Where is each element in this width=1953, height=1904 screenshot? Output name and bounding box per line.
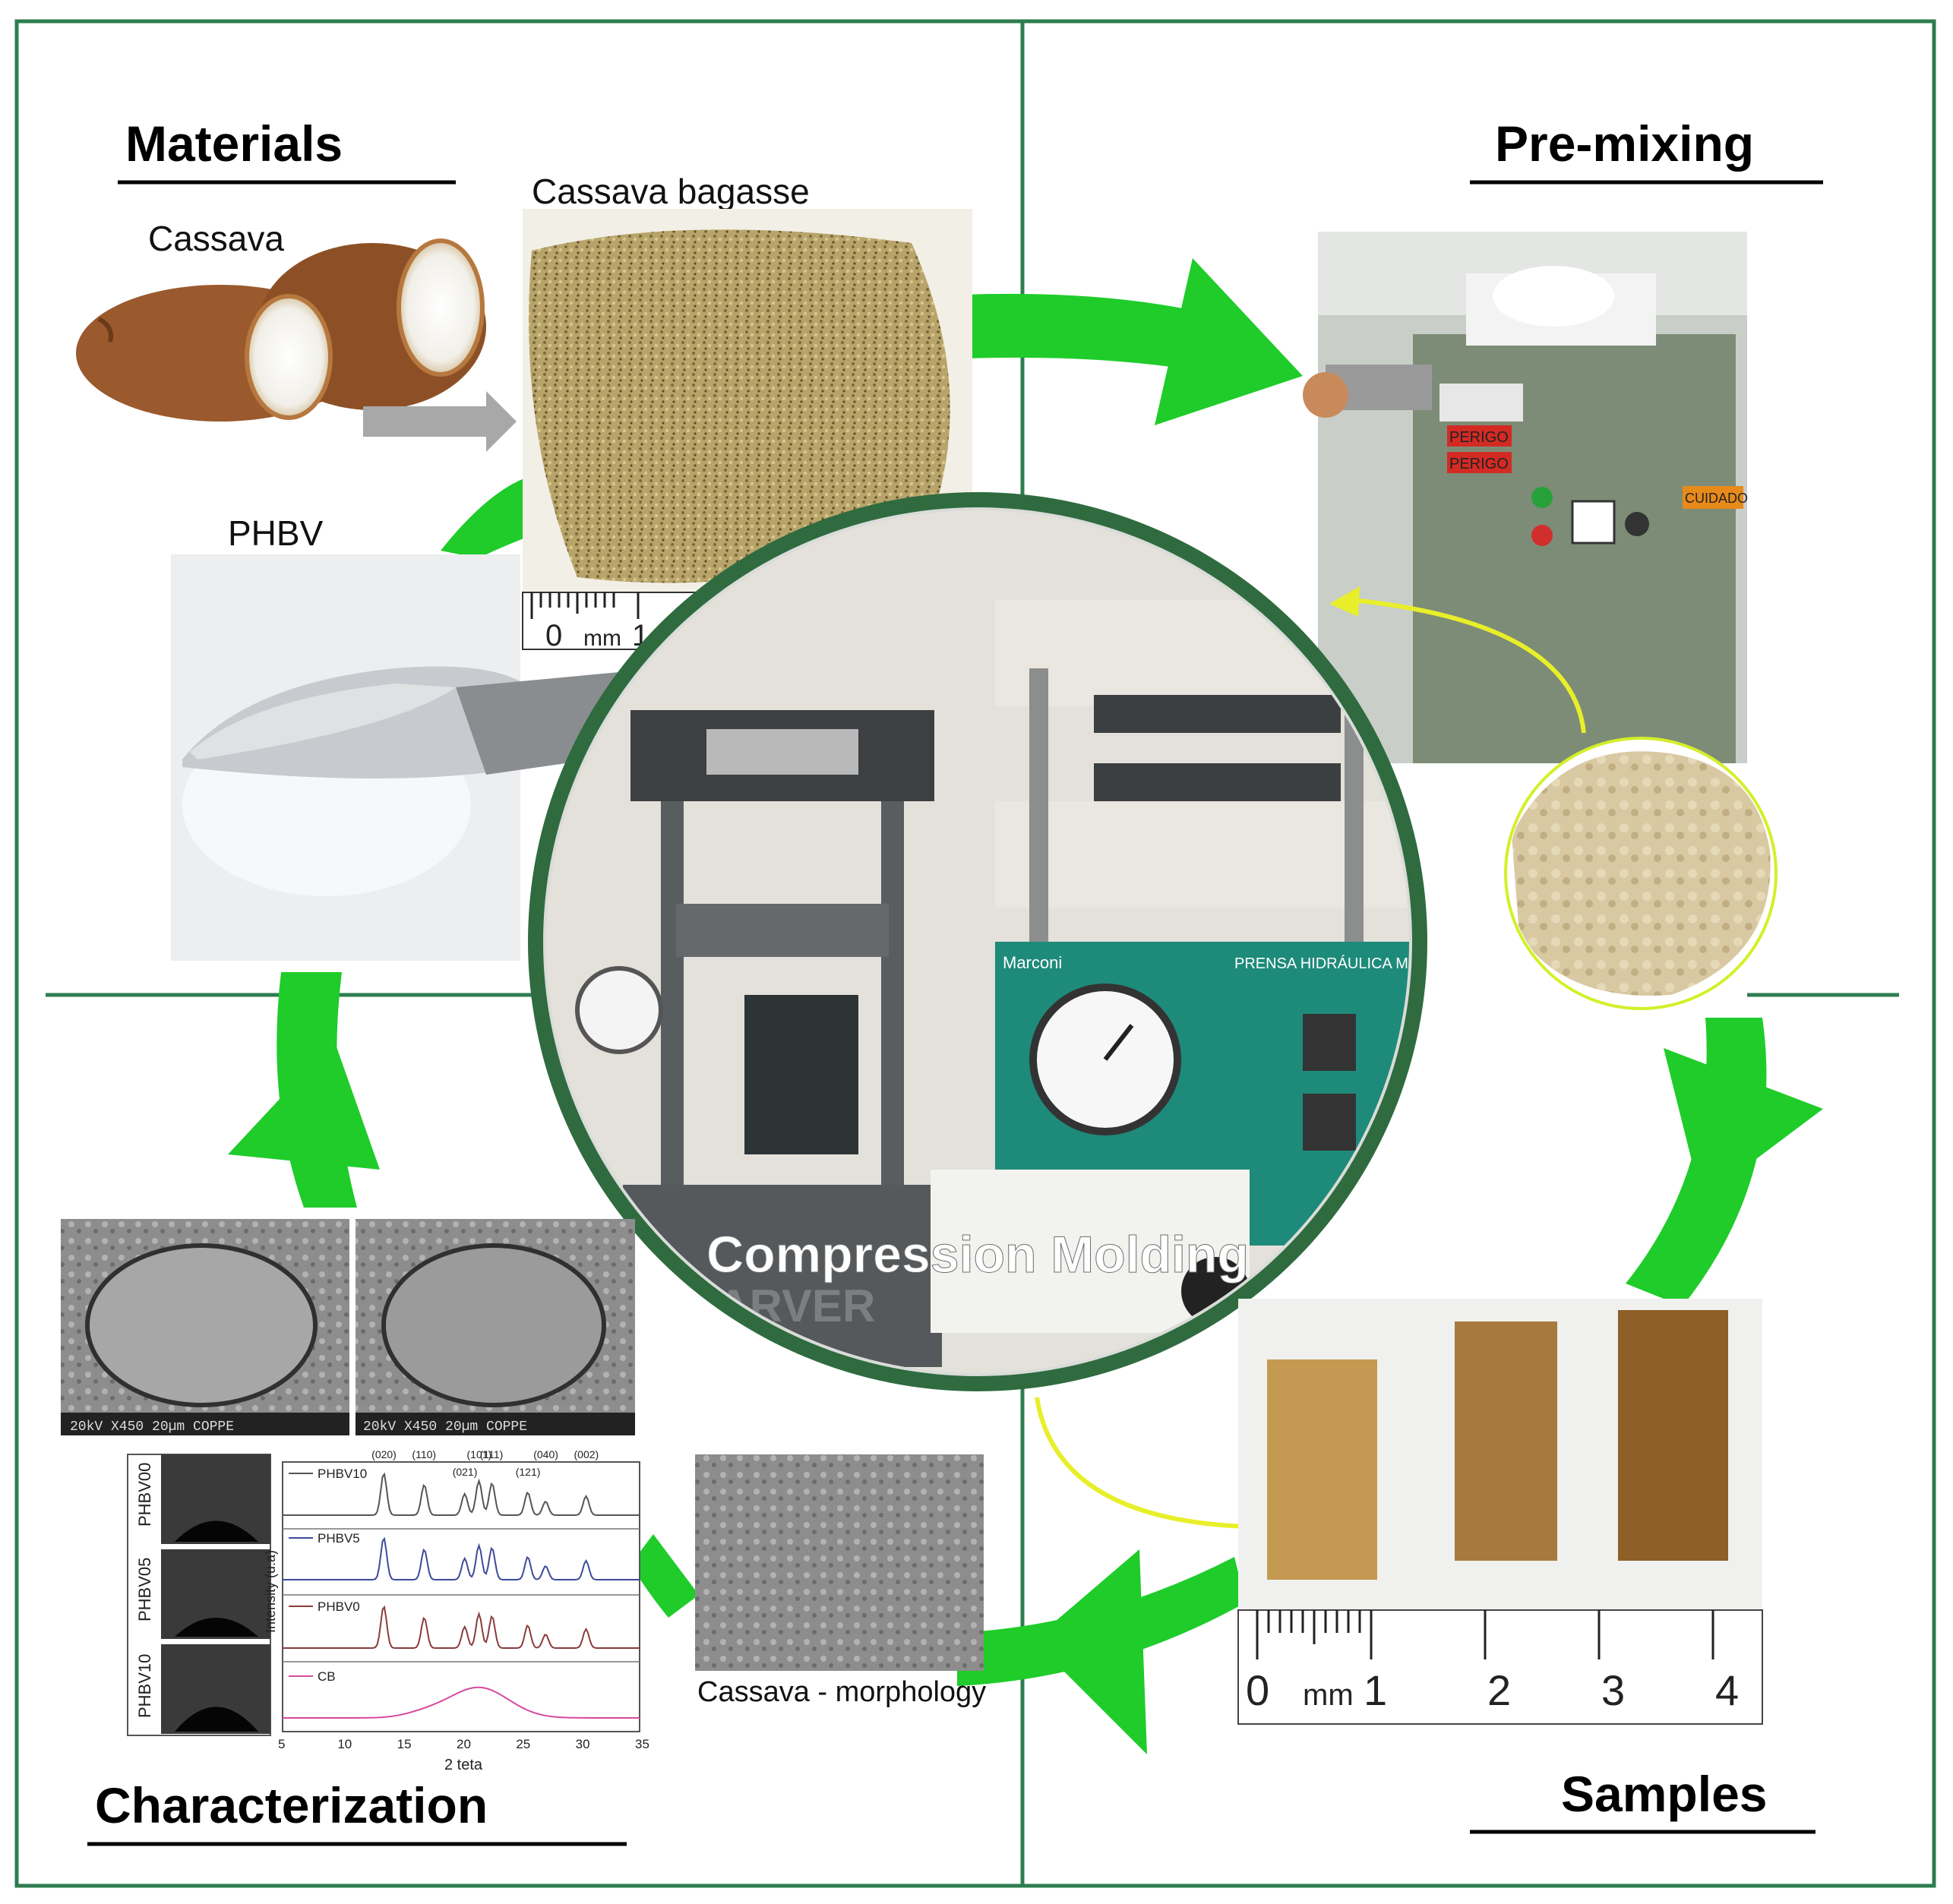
ruler-samples-one: 1	[1364, 1666, 1387, 1714]
xrd-peak-label: (111)	[480, 1448, 504, 1460]
xrd-x-tick: 15	[397, 1737, 412, 1751]
cassava-image	[76, 238, 486, 422]
heading-premixing: Pre-mixing	[1495, 115, 1754, 172]
mixer-warning-1: PERIGO	[1449, 429, 1509, 446]
xrd-peak-label: (040)	[533, 1448, 558, 1460]
xrd-ylabel: Intensity (u.a)	[263, 1550, 278, 1633]
xrd-legend-label: CB	[318, 1669, 336, 1684]
sample-strip-2	[1455, 1321, 1557, 1561]
mixer-warning-2: PERIGO	[1449, 456, 1509, 472]
xrd-xlabel: 2 teta	[444, 1757, 483, 1773]
xrd-series-line	[283, 1472, 640, 1516]
xrd-x-tick: 5	[278, 1737, 285, 1751]
ruler-top-unit: mm	[583, 626, 621, 651]
sem-images: 20kV X450 20µm COPPE 20kV X450 20µm COPP…	[61, 1219, 984, 1671]
ruler-samples-two: 2	[1487, 1666, 1511, 1714]
xrd-peak-label: (021)	[453, 1466, 478, 1478]
xrd-x-tick: 30	[576, 1737, 590, 1751]
center-title: Compression Molding	[706, 1226, 1249, 1284]
press-maker: Marconi	[1003, 953, 1062, 972]
xrd-peak-label: (110)	[412, 1448, 436, 1460]
cycle-arrows	[228, 258, 1823, 1754]
xrd-chart: (020) (110) (021) (101)(111) (040) (121) (002)…	[263, 1448, 649, 1773]
label-cassava: Cassava	[148, 219, 284, 258]
press-plate: PRENSA HIDRÁULICA MA 098/A	[1234, 955, 1462, 972]
xrd-legend-label: PHBV5	[318, 1531, 360, 1546]
contact-angle-label-0: PHBV00	[135, 1463, 154, 1527]
outer-frame	[14, 19, 1936, 1888]
sample-strip-3	[1618, 1310, 1728, 1561]
yellow-arrow-premix	[1351, 598, 1586, 734]
ruler-top-zero: 0	[545, 619, 562, 652]
heading-samples: Samples	[1561, 1766, 1767, 1822]
label-phbv: PHBV	[228, 513, 324, 553]
xrd-series-line	[283, 1536, 640, 1580]
xrd-x-tick: 10	[337, 1737, 352, 1751]
xrd-legend-label: PHBV0	[318, 1599, 360, 1614]
yellow-arrow-center	[1035, 1397, 1247, 1529]
xrd-x-tick: 20	[457, 1737, 471, 1751]
ruler-samples-four: 4	[1715, 1666, 1739, 1714]
xrd-x-tick: 35	[635, 1737, 649, 1751]
xrd-peak-label: (002)	[574, 1448, 599, 1460]
contact-angle-label-1: PHBV05	[135, 1558, 154, 1621]
xrd-legend-label: PHBV10	[318, 1467, 367, 1481]
arrow-left-head	[228, 1040, 380, 1170]
contact-angle-panel: PHBV00 PHBV05 PHBV10	[127, 1454, 271, 1736]
label-cassava-bagasse: Cassava bagasse	[532, 172, 810, 211]
dough-image	[1504, 737, 1778, 1010]
xrd-x-tick: 25	[516, 1737, 530, 1751]
arrow-top-head	[1155, 258, 1303, 425]
arrow-bottom-left-body	[630, 1534, 699, 1618]
xrd-series-line	[283, 1686, 640, 1719]
arrow-right-head	[1664, 1048, 1823, 1200]
yellow-arrow-premix-head	[1329, 586, 1360, 617]
ruler-samples-zero: 0	[1246, 1666, 1269, 1714]
ruler-samples-three: 3	[1601, 1666, 1625, 1714]
gray-arrow	[363, 391, 517, 452]
contact-angle-label-2: PHBV10	[135, 1654, 154, 1718]
phbv-powder-image	[171, 554, 619, 961]
xrd-peak-label: (101)	[467, 1448, 492, 1460]
mixer-warning-3: CUIDADO	[1685, 491, 1748, 506]
mixer-image: PERIGO PERIGO CUIDADO	[1303, 232, 1748, 763]
sem-caption-left: 20kV X450 20µm COPPE	[70, 1419, 234, 1435]
label-cassava-morphology: Cassava - morphology	[697, 1676, 986, 1708]
arrow-left-top	[441, 478, 532, 558]
heading-characterization: Characterization	[95, 1777, 488, 1833]
sample-strip-1	[1267, 1359, 1377, 1580]
sem-image-morphology	[695, 1454, 984, 1671]
arrow-bottom-head	[1033, 1549, 1147, 1754]
sem-caption-right: 20kV X450 20µm COPPE	[363, 1419, 527, 1435]
xrd-peak-label: (020)	[371, 1448, 397, 1460]
ruler-samples-unit: mm	[1303, 1678, 1354, 1712]
xrd-peak-label: (121)	[516, 1466, 541, 1478]
heading-materials: Materials	[125, 115, 343, 172]
xrd-series-line	[283, 1605, 640, 1649]
samples-image: 0 mm 1 2 3 4	[1237, 1299, 1763, 1725]
